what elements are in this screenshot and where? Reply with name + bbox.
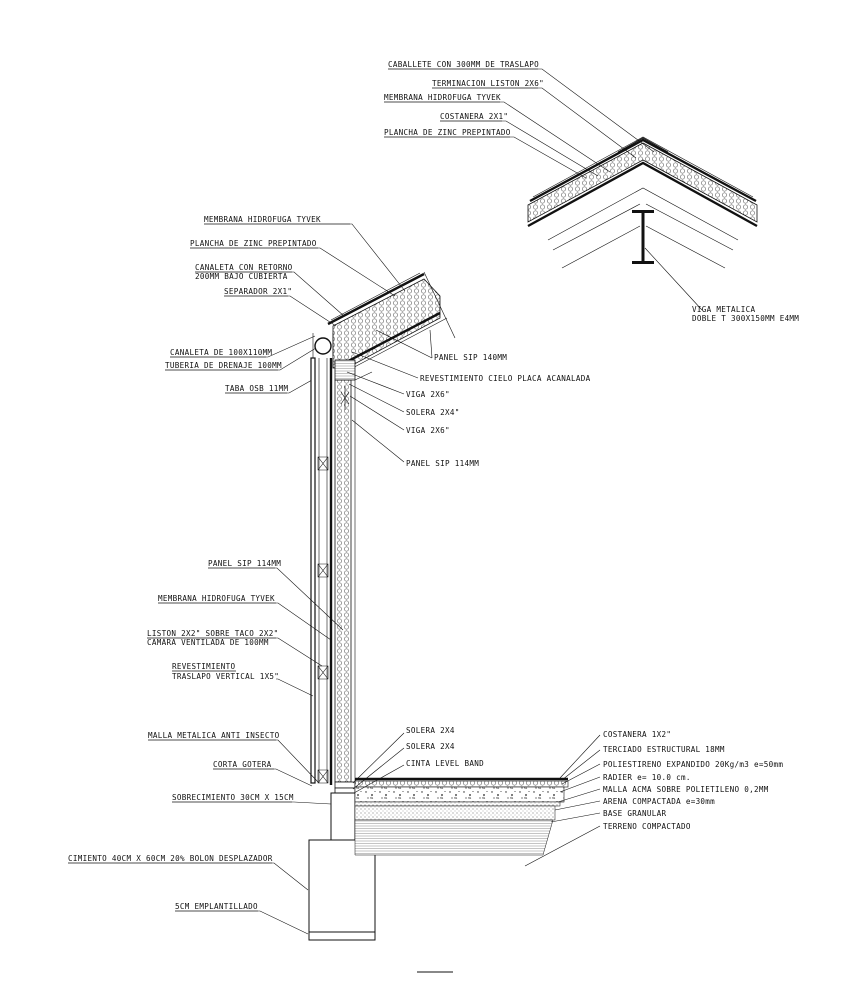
svg-text:CIMIENTO 40CM X 60CM 20% BOLON: CIMIENTO 40CM X 60CM 20% BOLON DESPLAZAD…	[68, 854, 273, 863]
svg-text:SOLERA 2X4: SOLERA 2X4	[406, 742, 455, 751]
svg-text:SEPARADOR 2X1": SEPARADOR 2X1"	[224, 287, 292, 296]
wall-left-labels: PANEL SIP 114MM MEMBRANA HIDROFUGA TYVEK…	[68, 559, 344, 935]
svg-text:CANALETA CON RETORNO: CANALETA CON RETORNO	[195, 263, 293, 272]
svg-text:VIGA METALICA: VIGA METALICA	[692, 305, 755, 314]
label-floor-plywood: TERCIADO ESTRUCTURAL 18MM	[561, 745, 725, 781]
svg-text:TERRENO COMPACTADO: TERRENO COMPACTADO	[603, 822, 691, 831]
label-sill-plate-1: SOLERA 2X4	[352, 726, 455, 784]
label-wall-membrane: MEMBRANA HIDROFUGA TYVEK	[158, 594, 332, 641]
label-floor-purlin: COSTANERA 1X2"	[559, 730, 671, 779]
eave-labels: MEMBRANA HIDROFUGA TYVEK PLANCHA DE ZINC…	[165, 215, 406, 394]
svg-text:TERMINACION LISTON 2X6": TERMINACION LISTON 2X6"	[432, 79, 544, 88]
svg-text:SOBRECIMIENTO 30CM X 15CM: SOBRECIMIENTO 30CM X 15CM	[172, 793, 294, 802]
svg-text:MALLA METALICA ANTI INSECTO: MALLA METALICA ANTI INSECTO	[148, 731, 280, 740]
svg-text:PANEL SIP 140MM: PANEL SIP 140MM	[434, 353, 507, 362]
label-beam-top: VIGA 2X6"	[346, 371, 450, 399]
svg-text:COSTANERA 1X2": COSTANERA 1X2"	[603, 730, 671, 739]
svg-text:CAMARA VENTILADA DE 100MM: CAMARA VENTILADA DE 100MM	[147, 638, 269, 647]
label-eave-gutter: CANALETA DE 100X110MM	[170, 335, 316, 358]
base-labels: SOLERA 2X4 SOLERA 2X4 CINTA LEVEL BAND	[352, 726, 484, 794]
svg-text:REVESTIMIENTO CIELO PLACA ACAN: REVESTIMIENTO CIELO PLACA ACANALADA	[420, 374, 591, 383]
steel-i-beam-icon	[632, 210, 654, 264]
label-wall-sip-right: PANEL SIP 114MM	[351, 419, 479, 468]
label-floor-eps: POLIESTIRENO EXPANDIDO 20Kg/m3 e=50mm	[561, 760, 783, 785]
svg-text:CANALETA DE 100X110MM: CANALETA DE 100X110MM	[170, 348, 272, 357]
svg-text:REVESTIMIENTO: REVESTIMIENTO	[172, 662, 235, 671]
label-wall-sip-left: PANEL SIP 114MM	[208, 559, 344, 631]
svg-text:CORTA GOTERA: CORTA GOTERA	[213, 760, 272, 769]
svg-text:5CM EMPLANTILLADO: 5CM EMPLANTILLADO	[175, 902, 258, 911]
floor-labels: COSTANERA 1X2" TERCIADO ESTRUCTURAL 18MM…	[524, 730, 783, 867]
svg-text:RADIER e= 10.0 cm.: RADIER e= 10.0 cm.	[603, 773, 691, 782]
batten-markers	[317, 456, 329, 784]
svg-text:MEMBRANA HIDROFUGA TYVEK: MEMBRANA HIDROFUGA TYVEK	[204, 215, 321, 224]
label-wall-batten: LISTON 2X2" SOBRE TACO 2X2" CAMARA VENTI…	[147, 629, 323, 667]
svg-text:CINTA LEVEL BAND: CINTA LEVEL BAND	[406, 759, 484, 768]
svg-text:ARENA COMPACTADA e=30mm: ARENA COMPACTADA e=30mm	[603, 797, 715, 806]
svg-text:COSTANERA 2X1": COSTANERA 2X1"	[440, 112, 508, 121]
label-eave-gutter-return: CANALETA CON RETORNO 200MM BAJO CUBIERTA	[195, 263, 345, 317]
label-foundation-curb: SOBRECIMIENTO 30CM X 15CM	[172, 793, 332, 805]
label-ridge-beam: VIGA METALICA DOBLE T 300X150MM E4MM	[644, 247, 799, 323]
svg-text:SOLERA 2X4: SOLERA 2X4	[406, 726, 455, 735]
ridge-detail	[527, 136, 758, 269]
label-top-plate: SOLERA 2X4"	[348, 383, 460, 417]
label-ridge-batten: TERMINACION LISTON 2X6"	[432, 79, 637, 159]
label-eave-membrane: MEMBRANA HIDROFUGA TYVEK	[204, 215, 406, 292]
svg-text:200MM BAJO CUBIERTA: 200MM BAJO CUBIERTA	[195, 272, 288, 281]
svg-text:VIGA 2X6": VIGA 2X6"	[406, 426, 450, 435]
foundation	[308, 777, 569, 973]
label-eave-zinc: PLANCHA DE ZINC PREPINTADO	[190, 239, 396, 297]
label-eave-spacer: SEPARADOR 2X1"	[224, 287, 337, 327]
wall-right-labels: PANEL SIP 140MM REVESTIMIENTO CIELO PLAC…	[346, 329, 591, 468]
label-ridge-purlin: COSTANERA 2X1"	[440, 112, 599, 177]
label-level-band: CINTA LEVEL BAND	[353, 759, 484, 794]
svg-text:CABALLETE CON 300MM DE TRASLAP: CABALLETE CON 300MM DE TRASLAPO	[388, 60, 539, 69]
label-sill-plate-2: SOLERA 2X4	[352, 742, 455, 790]
svg-text:PLANCHA DE ZINC PREPINTADO: PLANCHA DE ZINC PREPINTADO	[190, 239, 317, 248]
wall-section	[310, 357, 373, 785]
svg-text:SOLERA 2X4": SOLERA 2X4"	[406, 408, 460, 417]
svg-text:TUBERIA DE DRENAJE 100MM: TUBERIA DE DRENAJE 100MM	[165, 361, 282, 370]
label-wall-cladding: REVESTIMIENTO TRASLAPO VERTICAL 1X5"	[172, 662, 314, 697]
label-lean-concrete: 5CM EMPLANTILLADO	[175, 902, 309, 935]
svg-text:VIGA 2X6": VIGA 2X6"	[406, 390, 450, 399]
label-roof-sip: PANEL SIP 140MM	[375, 329, 507, 362]
label-insect-mesh: MALLA METALICA ANTI INSECTO	[148, 731, 319, 783]
svg-text:MEMBRANA HIDROFUGA TYVEK: MEMBRANA HIDROFUGA TYVEK	[158, 594, 275, 603]
svg-text:TERCIADO ESTRUCTURAL 18MM: TERCIADO ESTRUCTURAL 18MM	[603, 745, 725, 754]
svg-text:BASE GRANULAR: BASE GRANULAR	[603, 809, 666, 818]
label-floor-granular: BASE GRANULAR	[550, 809, 666, 823]
label-floor-mesh: MALLA ACMA SOBRE POLIETILENO 0,2MM	[557, 785, 769, 803]
label-ceiling-lining: REVESTIMIENTO CIELO PLACA ACANALADA	[351, 351, 591, 383]
svg-text:PANEL SIP 114MM: PANEL SIP 114MM	[208, 559, 281, 568]
ridge-labels: CABALLETE CON 300MM DE TRASLAPO TERMINAC…	[384, 60, 799, 323]
label-floor-slab: RADIER e= 10.0 cm.	[559, 773, 691, 793]
label-floor-ground: TERRENO COMPACTADO	[524, 822, 691, 867]
svg-text:POLIESTIRENO EXPANDIDO 20Kg/m3: POLIESTIRENO EXPANDIDO 20Kg/m3 e=50mm	[603, 760, 783, 769]
svg-text:MEMBRANA HIDROFUGA TYVEK: MEMBRANA HIDROFUGA TYVEK	[384, 93, 501, 102]
svg-text:MALLA ACMA SOBRE POLIETILENO 0: MALLA ACMA SOBRE POLIETILENO 0,2MM	[603, 785, 769, 794]
label-eave-drain-pipe: TUBERIA DE DRENAJE 100MM	[165, 347, 317, 371]
label-footing: CIMIENTO 40CM X 60CM 20% BOLON DESPLAZAD…	[68, 854, 309, 891]
svg-text:PANEL SIP 114MM: PANEL SIP 114MM	[406, 459, 479, 468]
label-ridge-zinc: PLANCHA DE ZINC PREPINTADO	[384, 128, 587, 179]
svg-text:PLANCHA DE ZINC PREPINTADO: PLANCHA DE ZINC PREPINTADO	[384, 128, 511, 137]
label-eave-osb: TABA OSB 11MM	[225, 379, 313, 394]
label-floor-sand: ARENA COMPACTADA e=30mm	[554, 797, 715, 811]
svg-text:LISTON 2X2" SOBRE TACO 2X2": LISTON 2X2" SOBRE TACO 2X2"	[147, 629, 279, 638]
label-ridge-membrane: MEMBRANA HIDROFUGA TYVEK	[384, 93, 611, 173]
label-ridge-cap: CABALLETE CON 300MM DE TRASLAPO	[388, 60, 655, 153]
svg-text:TABA OSB 11MM: TABA OSB 11MM	[225, 384, 288, 393]
svg-text:TRASLAPO VERTICAL 1X5": TRASLAPO VERTICAL 1X5"	[172, 672, 279, 681]
label-drip-edge: CORTA GOTERA	[213, 760, 313, 787]
label-beam-lower: VIGA 2X6"	[349, 395, 450, 435]
svg-text:DOBLE T 300X150MM E4MM: DOBLE T 300X150MM E4MM	[692, 314, 799, 323]
